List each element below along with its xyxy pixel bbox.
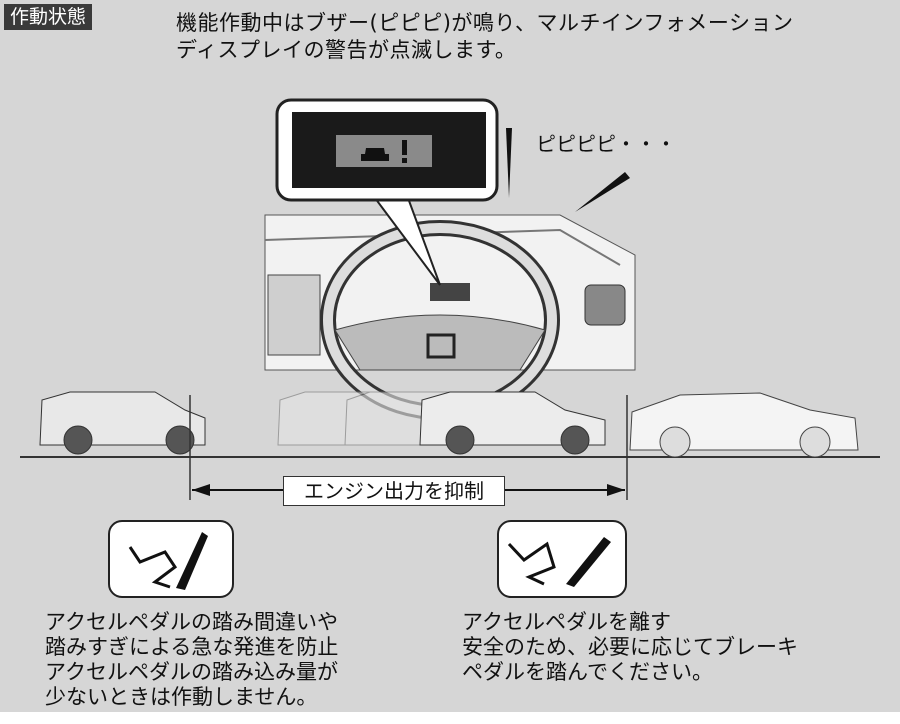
suv-car-start <box>39 391 206 455</box>
sedan-car-obstacle <box>629 392 859 458</box>
pedal-pressed-icon <box>108 520 234 598</box>
intro-line: 機能作動中はブザー(ピピピ)が鳴り、マルチインフォメーション <box>176 11 794 35</box>
beep-text: ピピピピ・・・ <box>536 132 676 156</box>
section-tag: 作動状態 <box>4 4 93 30</box>
left-description: アクセルペダルの踏み間違いや 踏みすぎによる急な発進を防止 アクセルペダルの踏み… <box>45 610 338 710</box>
intro-line: ディスプレイの警告が点滅します。 <box>176 38 517 62</box>
desc-line: 少ないときは作動しません。 <box>45 685 318 709</box>
pedal-released-icon <box>497 520 627 598</box>
desc-line: アクセルペダルを離す <box>462 610 671 634</box>
car-warning-icon <box>336 135 432 167</box>
honda-logo <box>426 333 456 359</box>
suv-car-end <box>419 391 606 455</box>
desc-line: 踏みすぎによる急な発進を防止 <box>45 635 339 659</box>
desc-line: アクセルペダルの踏み間違いや <box>45 610 338 634</box>
desc-line: アクセルペダルの踏み込み量が <box>45 660 338 684</box>
desc-line: ペダルを踏んでください。 <box>462 660 713 684</box>
dashboard-illustration <box>264 214 636 420</box>
intro-text: 機能作動中はブザー(ピピピ)が鳴り、マルチインフォメーション ディスプレイの警告… <box>176 10 794 64</box>
right-description: アクセルペダルを離す 安全のため、必要に応じてブレーキ ペダルを踏んでください。 <box>462 610 798 685</box>
range-label: エンジン出力を抑制 <box>283 476 505 506</box>
desc-line: 安全のため、必要に応じてブレーキ <box>462 635 798 659</box>
